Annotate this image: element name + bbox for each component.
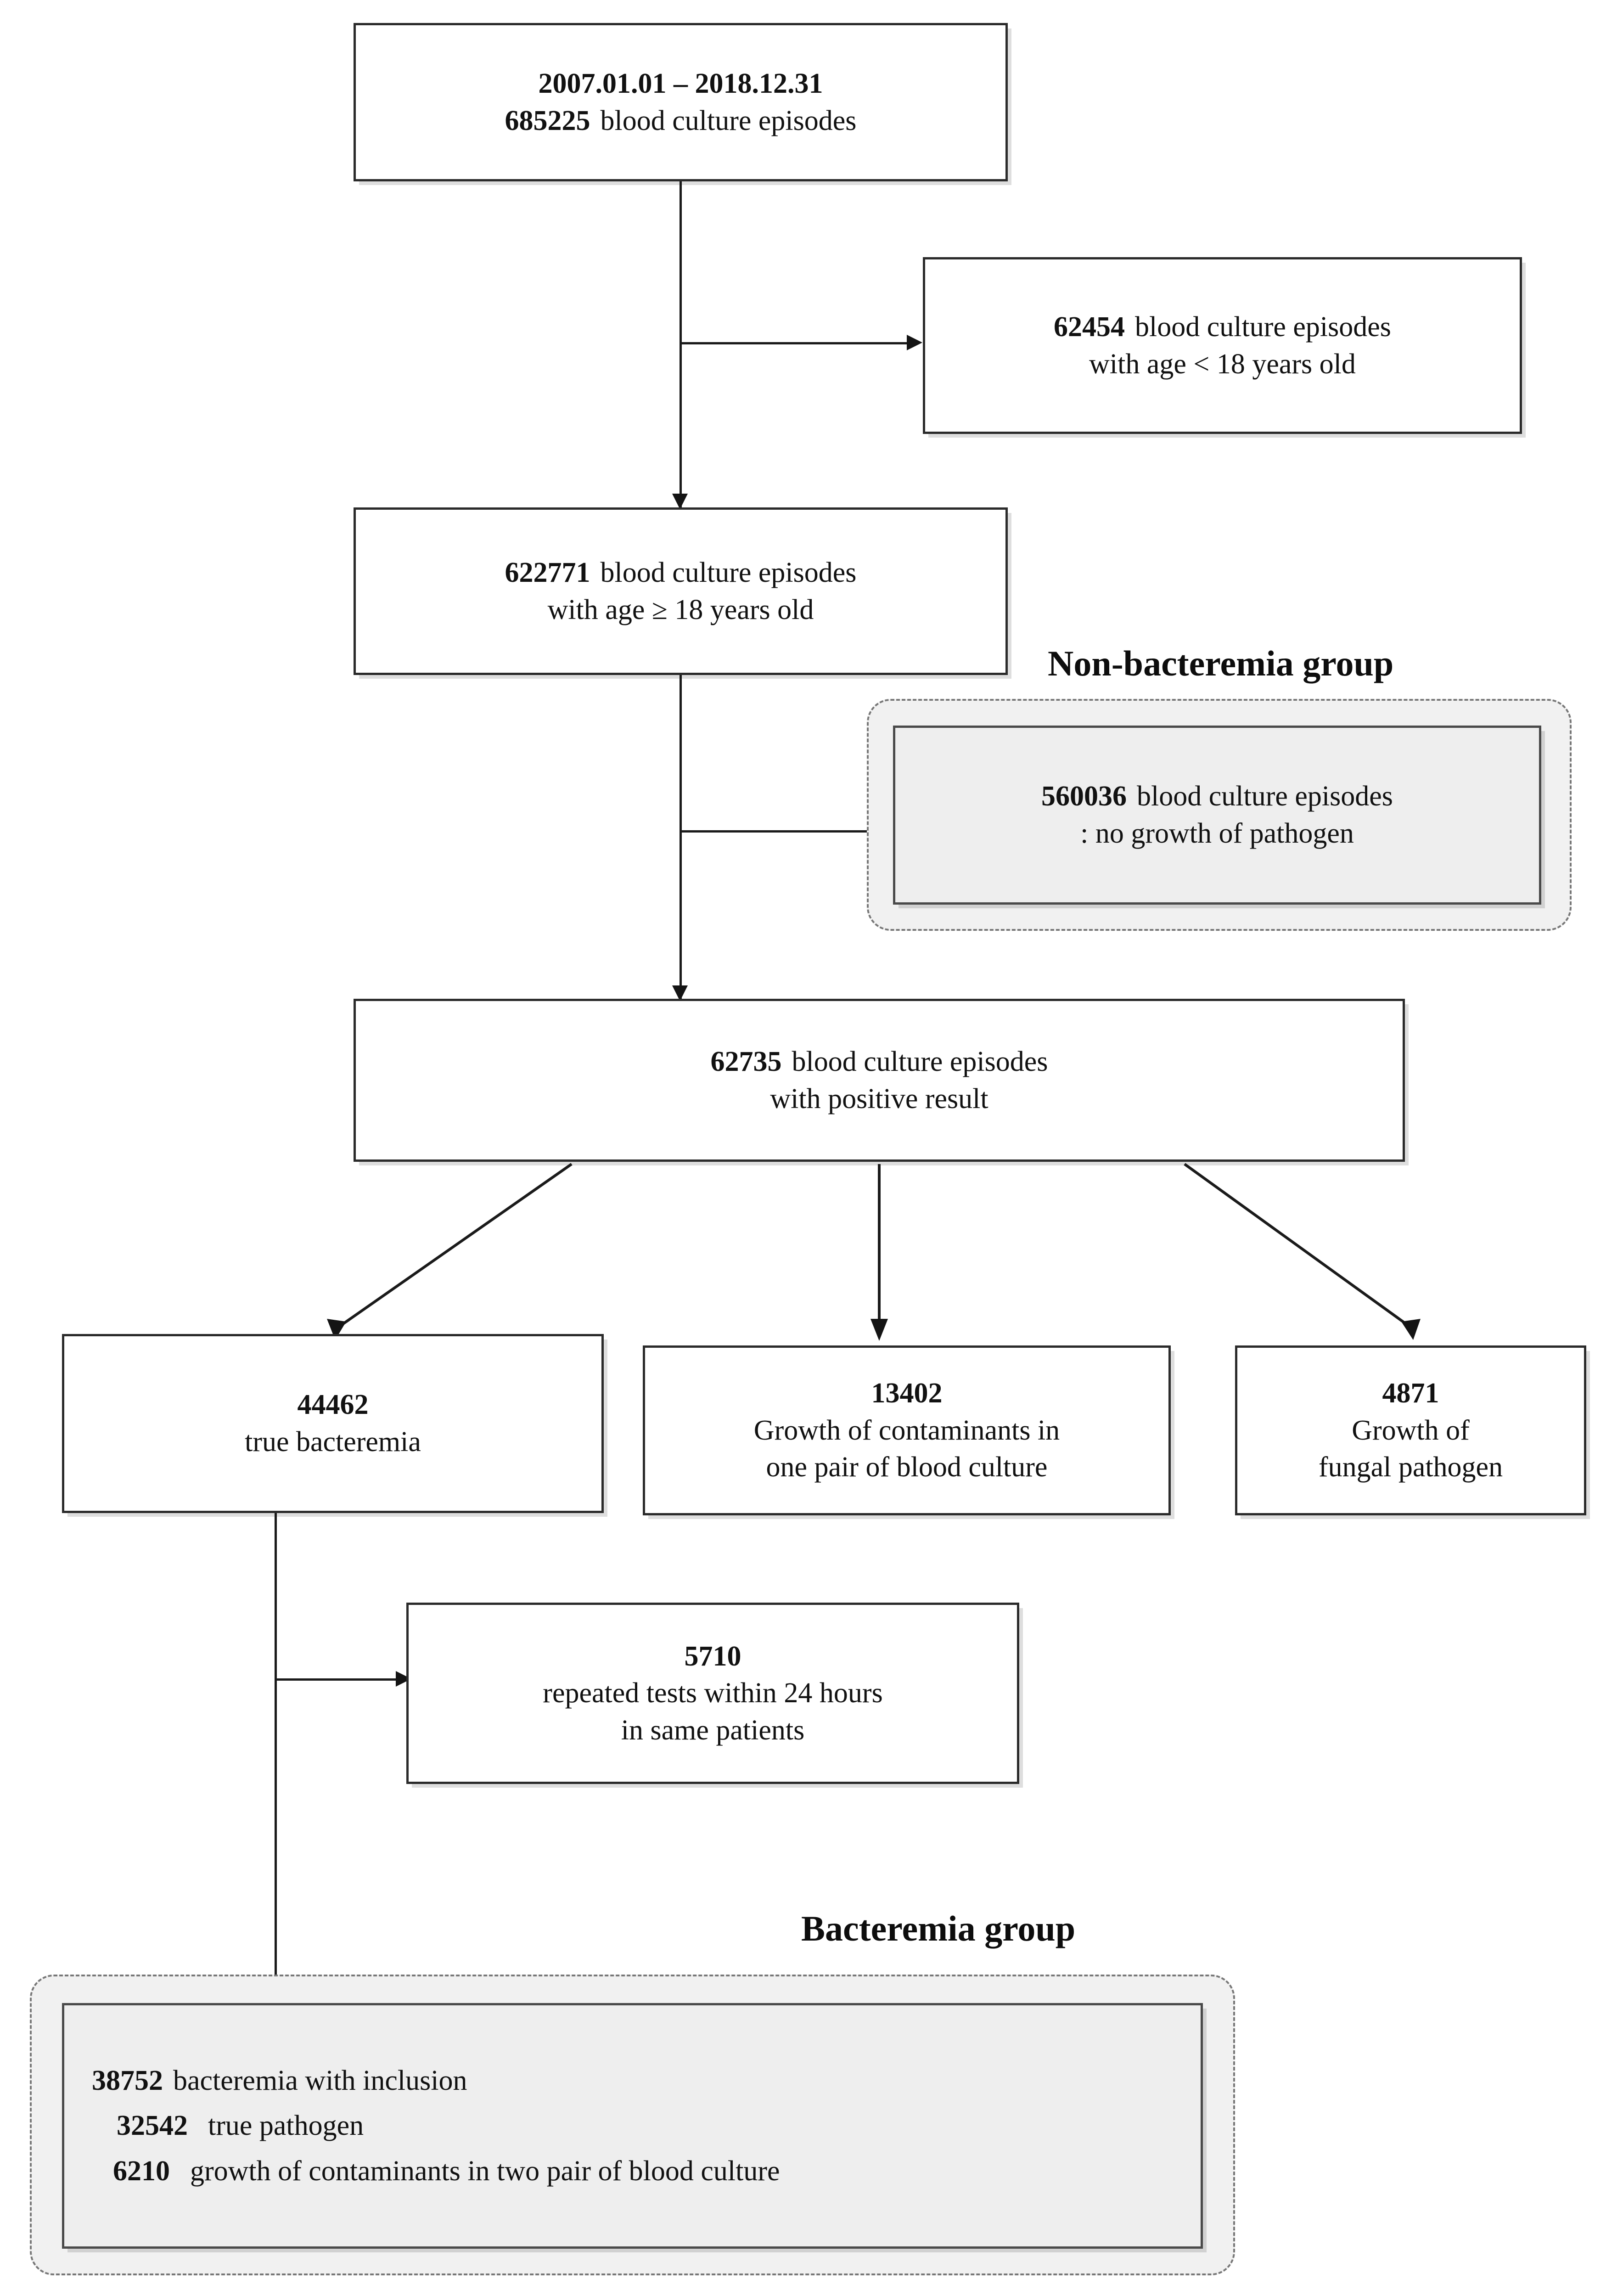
node-excluded-under-18: 62454 blood culture episodes with age < 1…	[923, 257, 1522, 434]
excluded-criteria: with age < 18 years old	[1089, 348, 1356, 380]
connector-n6-to-repeated-tests	[275, 1678, 403, 1681]
fungal-pathogen-count: 4871	[1382, 1378, 1439, 1409]
true-bacteremia-count: 44462	[297, 1389, 369, 1421]
bacteremia-true-pathogen-count: 32542	[117, 2110, 188, 2142]
non-bacteremia-count-label: blood culture episodes	[1137, 781, 1393, 812]
adults-count-label: blood culture episodes	[600, 557, 857, 588]
repeated-tests-label-1: repeated tests within 24 hours	[543, 1677, 883, 1709]
source-cohort-count: 685225	[505, 105, 590, 136]
node-source-cohort: 2007.01.01 – 2018.12.31 685225 blood cult…	[354, 23, 1008, 181]
excluded-count-line: 62454 blood culture episodes	[1054, 309, 1391, 346]
non-bacteremia-criteria: : no growth of pathogen	[1080, 818, 1354, 849]
label-bacteremia-group: Bacteremia group	[801, 1908, 1076, 1948]
bacteremia-contaminants-count: 6210	[113, 2155, 170, 2187]
bacteremia-final-line-2: 32542 true pathogen	[92, 2103, 364, 2149]
node-non-bacteremia: 560036 blood culture episodes : no growth…	[893, 726, 1541, 905]
connector-n3-trunk	[680, 675, 682, 999]
adults-count: 622771	[505, 557, 590, 588]
node-positive-cultures: 62735 blood culture episodes with positiv…	[354, 999, 1405, 1162]
connector-n5-fanout	[327, 1163, 1421, 1341]
bacteremia-final-line-3: 6210 growth of contaminants in two pair o…	[92, 2149, 780, 2194]
contaminants-one-pair-label-1: Growth of contaminants in	[753, 1414, 1060, 1446]
node-true-bacteremia: 44462 true bacteremia	[62, 1334, 604, 1513]
source-cohort-count-label: blood culture episodes	[600, 105, 857, 136]
positive-count-line: 62735 blood culture episodes	[711, 1043, 1048, 1080]
positive-count-label: blood culture episodes	[792, 1046, 1048, 1077]
excluded-count: 62454	[1054, 311, 1125, 343]
adults-criteria: with age ≥ 18 years old	[547, 594, 814, 625]
arrowhead-to-excluded-under-18	[907, 335, 922, 350]
arrowhead-to-positive-cultures	[672, 985, 688, 1001]
repeated-tests-count: 5710	[684, 1640, 741, 1672]
excluded-count-label: blood culture episodes	[1135, 311, 1391, 343]
connector-n3-to-non-bacteremia	[680, 830, 893, 833]
non-bacteremia-count: 560036	[1041, 781, 1127, 812]
arrowhead-to-adults-cohort	[672, 494, 688, 509]
true-bacteremia-label: true bacteremia	[245, 1426, 421, 1458]
bacteremia-final-total: 38752	[92, 2065, 163, 2096]
fungal-pathogen-label-2: fungal pathogen	[1318, 1452, 1503, 1483]
contaminants-one-pair-label-2: one pair of blood culture	[766, 1452, 1048, 1483]
connector-n6-trunk	[275, 1513, 277, 2007]
bacteremia-contaminants-label: growth of contaminants in two pair of bl…	[190, 2155, 780, 2187]
label-non-bacteremia-group: Non-bacteremia group	[1048, 643, 1394, 683]
connector-n1-trunk	[680, 181, 682, 507]
node-contaminants-one-pair: 13402 Growth of contaminants in one pair…	[643, 1345, 1171, 1515]
positive-criteria: with positive result	[770, 1083, 988, 1114]
contaminants-one-pair-count: 13402	[871, 1378, 943, 1409]
node-adults-cohort: 622771 blood culture episodes with age ≥ …	[354, 507, 1008, 675]
connector-n1-to-excluded	[680, 342, 915, 344]
bacteremia-final-total-label: bacteremia with inclusion	[173, 2065, 467, 2096]
source-cohort-date-range: 2007.01.01 – 2018.12.31	[538, 68, 823, 99]
source-cohort-count-line: 685225 blood culture episodes	[505, 102, 857, 140]
non-bacteremia-count-line: 560036 blood culture episodes	[1041, 778, 1393, 815]
repeated-tests-label-2: in same patients	[621, 1714, 805, 1746]
node-fungal-pathogen: 4871 Growth of fungal pathogen	[1235, 1345, 1586, 1515]
fungal-pathogen-label-1: Growth of	[1352, 1414, 1470, 1446]
adults-count-line: 622771 blood culture episodes	[505, 554, 857, 591]
positive-count: 62735	[710, 1046, 782, 1077]
node-repeated-tests: 5710 repeated tests within 24 hours in s…	[406, 1603, 1019, 1784]
bacteremia-final-line-1: 38752 bacteremia with inclusion	[92, 2058, 467, 2104]
bacteremia-true-pathogen-label: true pathogen	[208, 2110, 364, 2142]
node-bacteremia-final: 38752 bacteremia with inclusion 32542 true…	[62, 2003, 1203, 2249]
